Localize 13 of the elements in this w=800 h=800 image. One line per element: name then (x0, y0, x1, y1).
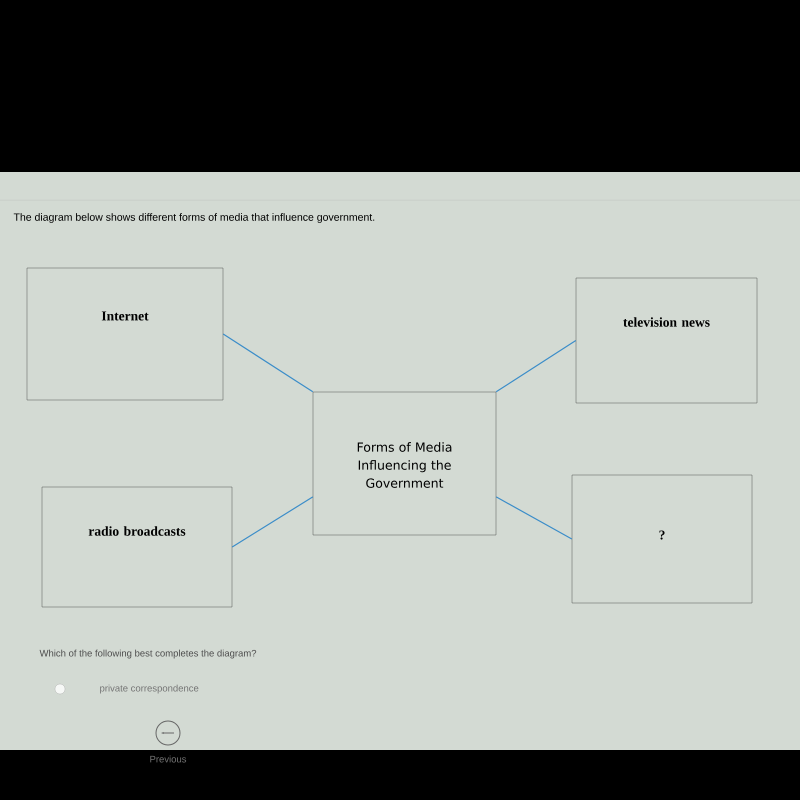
media-box: ? (572, 474, 752, 604)
question-text: The diagram below shows different forms of media that influence government. (14, 213, 374, 223)
media-box: radio broadcasts (42, 486, 232, 608)
answer-option: private correspondence (100, 684, 198, 694)
previous-button-label: Previous (150, 756, 186, 762)
prompt-text: Which of the following best completes the diagram? (40, 650, 256, 658)
topic-box: Forms of Media Influencing the Government (312, 392, 496, 536)
media-box: Internet (26, 268, 224, 400)
connector-line (222, 334, 314, 392)
connector-line (496, 340, 576, 392)
connector-line (496, 496, 572, 540)
connector-line (232, 496, 314, 548)
media-box: television news (576, 278, 758, 404)
